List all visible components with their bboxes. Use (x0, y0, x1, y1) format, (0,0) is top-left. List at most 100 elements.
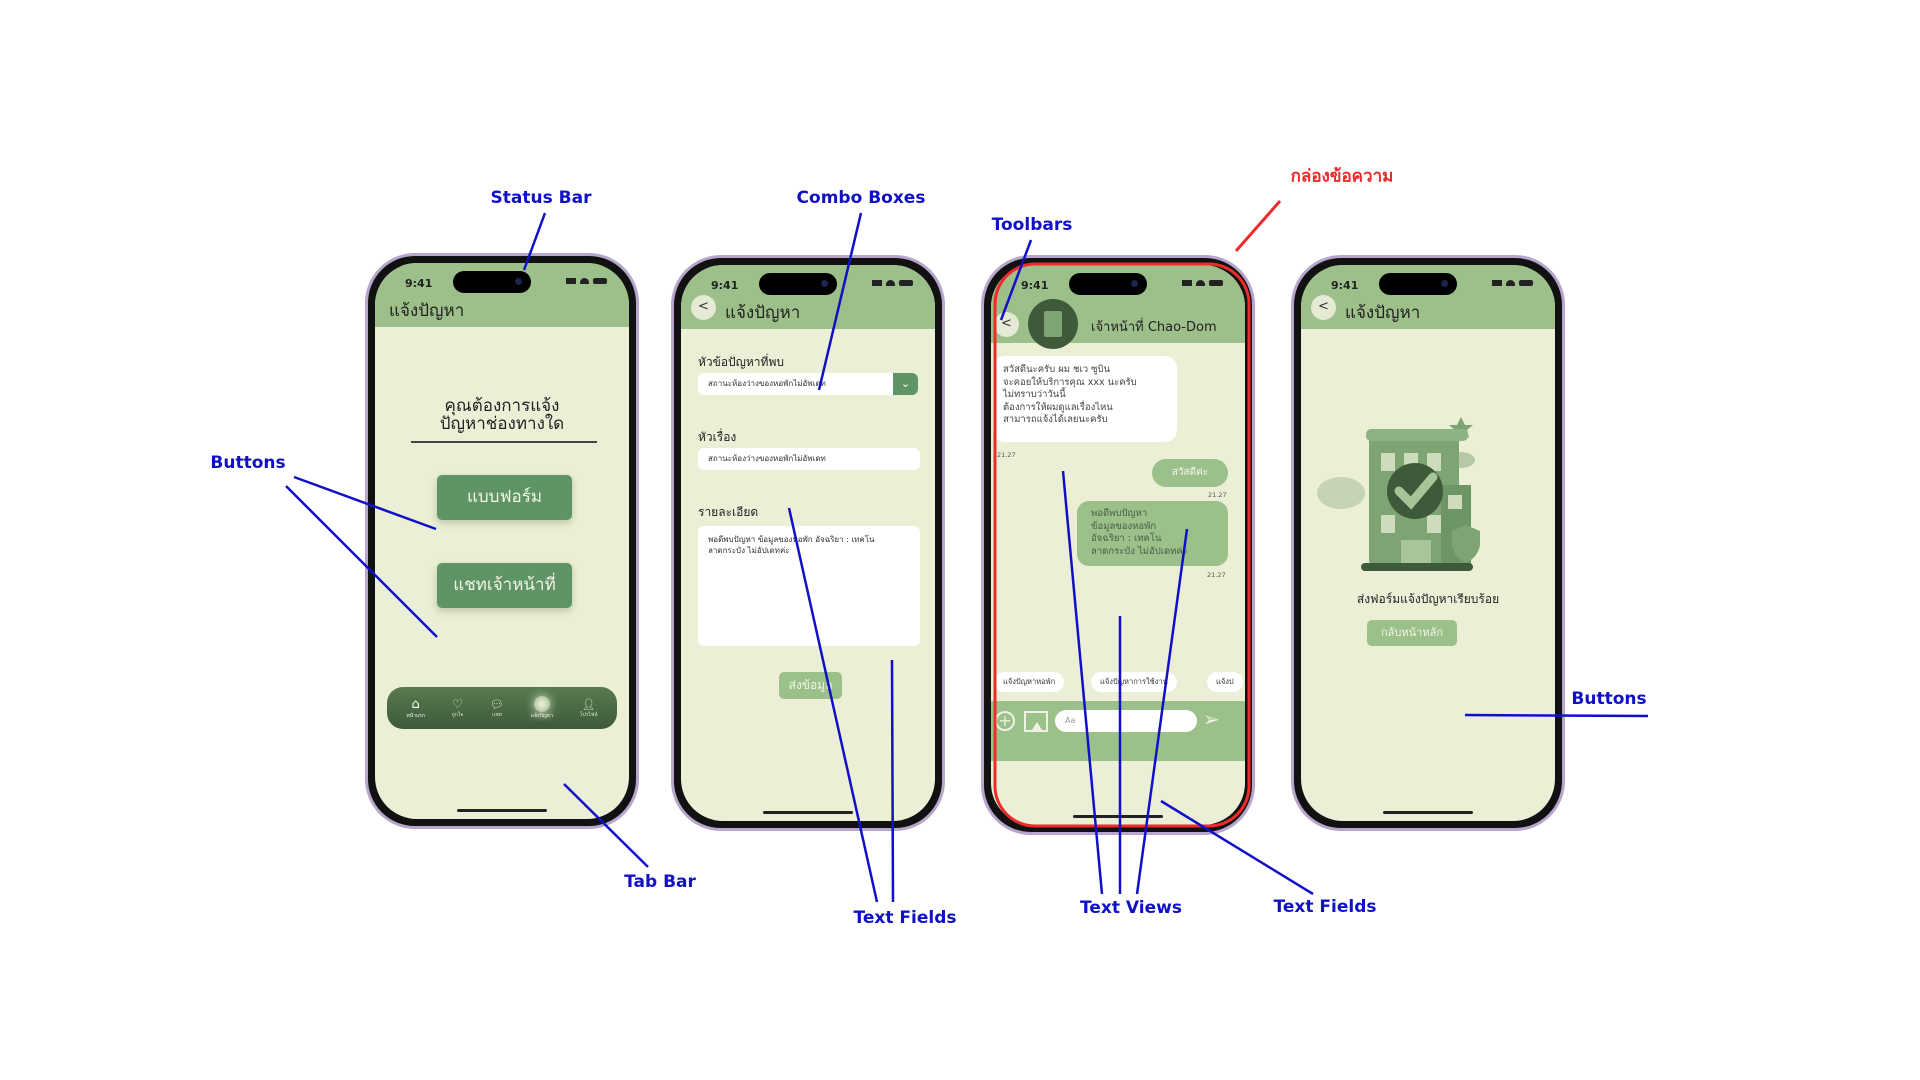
page-title: แจ้งปัญหา (389, 301, 465, 321)
label-tab-bar: Tab Bar (624, 872, 696, 892)
label-buttons: Buttons (210, 453, 286, 473)
heart-icon: ♡ (452, 697, 463, 711)
pointer-text-field (787, 507, 879, 903)
send-icon[interactable]: ➢ (1203, 707, 1220, 731)
home-icon: ⌂ (411, 696, 420, 712)
subject-field[interactable]: สถานะห้องว่างของหอพักไม่อัพเดท (698, 448, 920, 470)
tab-label: หน้าแรก (406, 712, 425, 719)
pointer-status-bar (522, 212, 547, 271)
contact-name: เจ้าหน้าที่ Chao-Dom (1091, 320, 1217, 335)
chevron-left-icon: < (698, 299, 709, 314)
message-time: 21.27 (1207, 571, 1226, 579)
back-button[interactable]: < (994, 312, 1019, 337)
tab-favorites[interactable]: ♡ถูกใจ (452, 697, 463, 719)
pointer-button (293, 475, 437, 531)
label-text-views: Text Views (1080, 898, 1182, 918)
label-buttons: Buttons (1571, 689, 1647, 709)
screen-chat: 9:41 < เจ้าหน้าที่ Chao-Dom สวัสดีนะครับ… (991, 265, 1245, 825)
pointer-combo (817, 212, 863, 391)
chat-button[interactable]: แชทเจ้าหน้าที่ (437, 563, 572, 608)
chevron-down-icon[interactable]: ⌄ (893, 373, 918, 395)
phone-done: 9:41 < แจ้งปัญหา ส่งฟอร์มแจ้งปัญหาเรียบร… (1291, 255, 1565, 831)
tab-label: ถูกใจ (451, 712, 464, 718)
topic-combo-box[interactable]: สถานะห้องว่างของหอพักไม่อัพเดท ⌄ (698, 373, 918, 395)
status-time: 9:41 (405, 277, 433, 290)
image-icon[interactable] (1024, 711, 1048, 732)
tab-chat[interactable]: 💬︎แชท (490, 698, 504, 719)
home-indicator (1073, 815, 1163, 818)
detail-textarea[interactable]: พอดีพบปัญหา ข้อมูลของหอพัก อัจฉริยา : เท… (698, 526, 920, 646)
status-icons (1182, 280, 1223, 286)
dynamic-island (759, 273, 837, 295)
detail-label: รายละเอียด (698, 505, 759, 519)
pointer-button (1464, 713, 1649, 718)
label-combo-boxes: Combo Boxes (796, 188, 926, 208)
user-icon: 👤︎ (581, 697, 596, 711)
building-icon (1044, 311, 1062, 337)
user-message: สวัสดีค่ะ (1152, 459, 1228, 487)
back-button[interactable]: < (1311, 295, 1336, 320)
quick-reply-chip[interactable]: แจ้งปัญหาหอพัก (994, 672, 1065, 692)
back-home-button[interactable]: กลับหน้าหลัก (1367, 620, 1457, 646)
home-indicator (457, 809, 547, 812)
screen-menu: 9:41 แจ้งปัญหา คุณต้องการแจ้ง ปัญหาช่องท… (375, 263, 629, 819)
label-text-fields: Text Fields (1273, 897, 1377, 917)
input-toolbar: + Aa ➢ (991, 701, 1245, 761)
tab-label: แชท (492, 711, 502, 718)
tab-bar: ⌂หน้าแรก ♡ถูกใจ 💬︎แชท แจ้งปัญหา 👤︎โปรไฟล… (387, 687, 617, 729)
label-message-box: กล่องข้อความ (1290, 166, 1394, 187)
pointer-text-view (1061, 470, 1104, 895)
message-time: 21.27 (1208, 491, 1227, 499)
phone-menu: 9:41 แจ้งปัญหา คุณต้องการแจ้ง ปัญหาช่องท… (365, 253, 639, 829)
avatar (1028, 299, 1078, 349)
topic-label: หัวข้อปัญหาที่พบ (698, 355, 784, 369)
success-message: ส่งฟอร์มแจ้งปัญหาเรียบร้อย (1356, 592, 1500, 606)
pointer-button (285, 485, 438, 638)
dynamic-island (1069, 273, 1147, 295)
pointer-text-field (890, 659, 895, 903)
tab-report[interactable]: แจ้งปัญหา (531, 696, 553, 720)
status-icons (872, 280, 913, 286)
status-time: 9:41 (711, 279, 739, 292)
headset-icon (533, 696, 550, 712)
chat-icon: 💬︎ (490, 697, 505, 711)
pointer-tab-bar (563, 783, 649, 868)
subject-label: หัวเรื่อง (698, 430, 737, 444)
status-icons (1492, 280, 1533, 286)
question-text: คุณต้องการแจ้ง ปัญหาช่องทางใด (375, 397, 629, 433)
question-line: ปัญหาช่องทางใด (439, 414, 565, 434)
red-pointer (1234, 200, 1282, 252)
page-title: แจ้งปัญหา (1345, 303, 1421, 323)
pointer-toolbar (999, 239, 1033, 321)
label-text-fields: Text Fields (853, 908, 957, 928)
chevron-left-icon: < (1318, 299, 1329, 314)
dynamic-island (453, 271, 531, 293)
back-button[interactable]: < (691, 295, 716, 320)
chevron-left-icon: < (1001, 316, 1012, 331)
screen-done: 9:41 < แจ้งปัญหา ส่งฟอร์มแจ้งปัญหาเรียบร… (1301, 265, 1555, 821)
message-box-highlight (993, 262, 1251, 828)
tab-profile[interactable]: 👤︎โปรไฟล์ (580, 698, 598, 719)
agent-message: สวัสดีนะครับ ผม ชเว ซูบิน จะคอยให้บริการ… (993, 356, 1177, 442)
user-message: พอดีพบปัญหา ข้อมูลของหอพัก อัจฉริยา : เท… (1077, 501, 1228, 566)
status-time: 9:41 (1021, 279, 1049, 292)
pointer-text-field (1160, 799, 1314, 896)
quick-reply-chip[interactable]: แจ้งปัญหาการใช้งาน (1091, 672, 1177, 692)
pointer-text-view (1135, 528, 1189, 895)
quick-reply-chip[interactable]: แจ้งป (1207, 672, 1243, 692)
tab-label: โปรไฟล์ (579, 711, 598, 718)
phone-chat: 9:41 < เจ้าหน้าที่ Chao-Dom สวัสดีนะครับ… (981, 255, 1255, 835)
status-time: 9:41 (1331, 279, 1359, 292)
label-status-bar: Status Bar (490, 188, 592, 208)
home-indicator (1383, 811, 1473, 814)
dynamic-island (1379, 273, 1457, 295)
message-time: 21.27 (997, 451, 1016, 459)
tab-home[interactable]: ⌂หน้าแรก (406, 697, 424, 720)
form-button[interactable]: แบบฟอร์ม (437, 475, 572, 520)
label-toolbars: Toolbars (991, 215, 1073, 235)
tab-label: แจ้งปัญหา (530, 713, 554, 719)
status-icons (566, 278, 607, 284)
question-line: คุณต้องการแจ้ง (444, 396, 560, 416)
success-building-illustration (1317, 417, 1480, 571)
